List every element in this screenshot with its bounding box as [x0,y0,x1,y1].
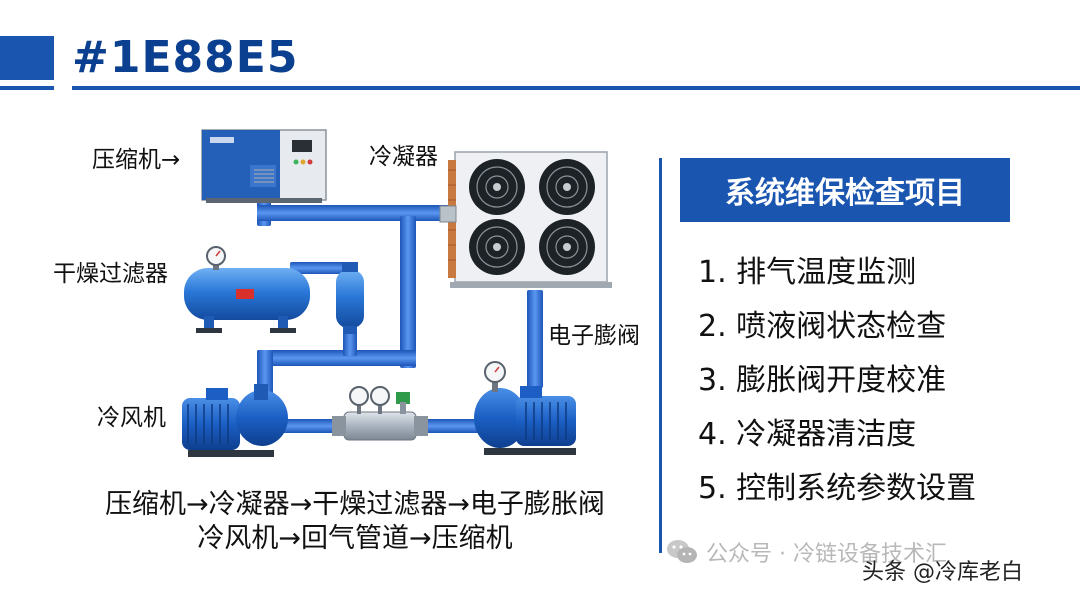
list-item: 1. 排气温度监测 [698,246,976,300]
wechat-icon [666,538,698,566]
list-item: 3. 膨胀阀开度校准 [698,354,976,408]
air-cooler-motor [182,384,288,457]
pipe-to-condenser [257,205,457,221]
label-condenser: 冷凝器 [369,137,438,171]
flow-line-2: 冷风机→回气管道→压缩机 [50,516,660,555]
watermark-author: 头条 @冷库老白 [862,554,1023,586]
list-item: 2. 喷液阀状态检查 [698,300,976,354]
list-item: 4. 冷凝器清洁度 [698,408,976,462]
panel-title: 系统维保检查项目 [680,158,1010,222]
pressure-gauge [371,387,389,405]
pressure-gauge [350,387,368,405]
list-item: 5. 控制系统参数设置 [698,462,976,516]
label-air-cooler: 冷风机 [97,398,166,432]
compressor-unit [202,130,326,203]
condenser-unit [440,152,612,288]
label-dryer-filter: 干燥过滤器 [53,254,168,288]
expansion-pump-motor [474,362,576,455]
pipe-mid-horizontal [257,350,416,366]
label-compressor: 压缩机→ [92,140,180,174]
maintenance-list: 1. 排气温度监测 2. 喷液阀状态检查 3. 膨胀阀开度校准 4. 冷凝器清洁… [698,246,976,516]
receiver-tank [184,247,310,333]
pipe-condenser-drop [400,216,416,368]
pipe-valve-drop [527,290,543,388]
vertical-divider [659,158,662,553]
label-expansion-valve: 电子膨阀 [548,316,640,350]
sight-glass-assembly [332,387,428,440]
